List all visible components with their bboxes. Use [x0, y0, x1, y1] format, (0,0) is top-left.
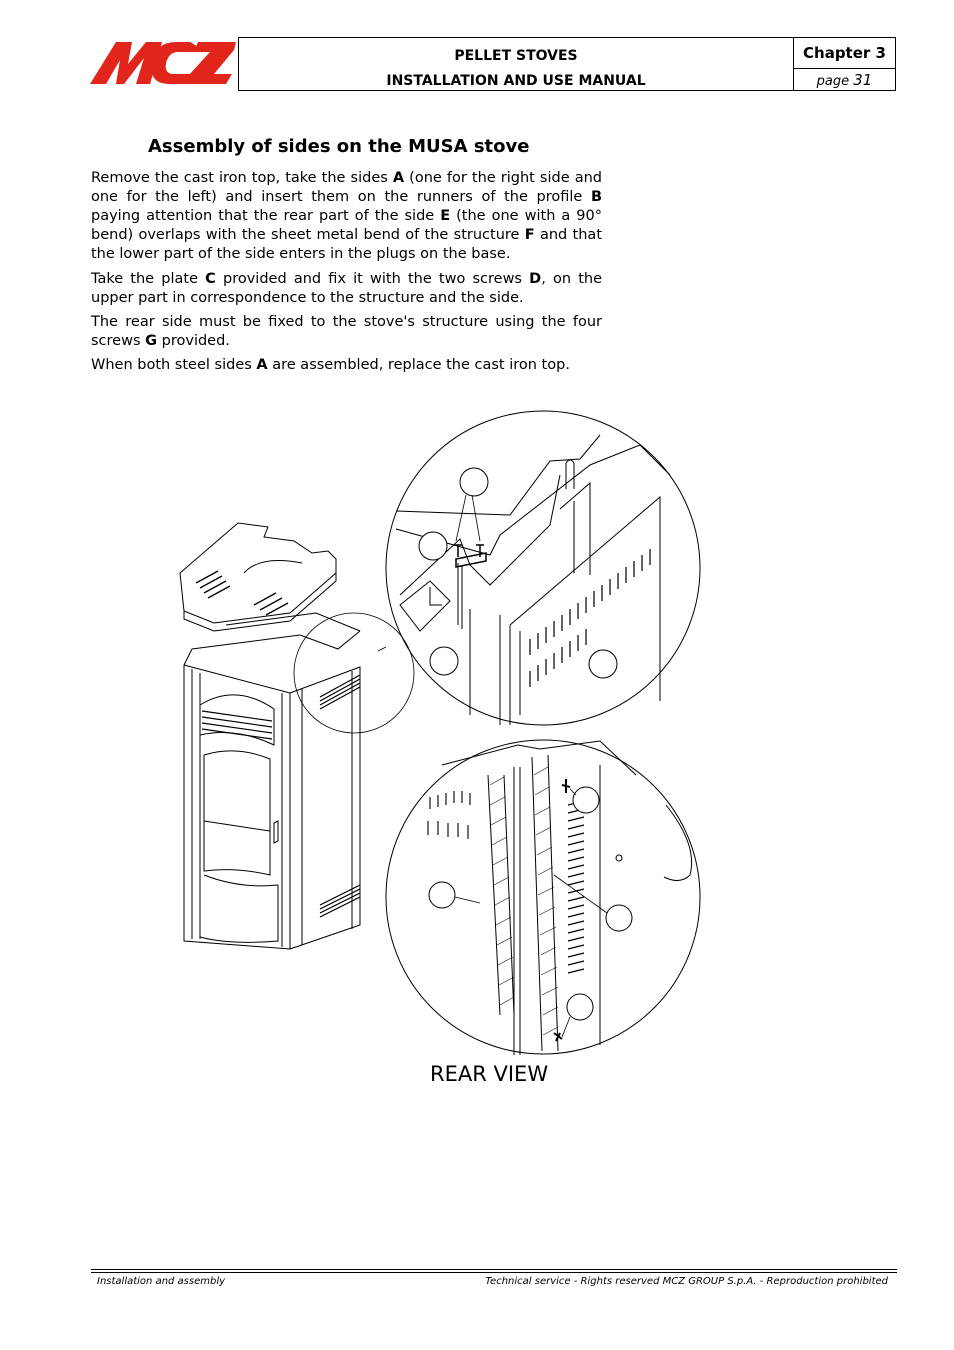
paragraph-replace-top: When both steel sides A are assembled, r… — [91, 357, 570, 373]
paragraph-sides: Remove the cast iron top, take the sides… — [91, 170, 602, 262]
reference-letter: A — [392, 170, 405, 186]
detail-top-circle — [385, 410, 701, 726]
header-title-cell: PELLET STOVES INSTALLATION AND USE MANUA… — [239, 38, 794, 90]
chapter-label: Chapter 3 — [794, 38, 895, 69]
reference-letter: D — [529, 271, 542, 287]
footer-section-name: Installation and assembly — [97, 1276, 226, 1287]
paragraph-rear-side: The rear side must be fixed to the stove… — [91, 314, 602, 349]
figure-caption-rear-view: REAR VIEW — [430, 1062, 549, 1086]
footer-rule-top — [91, 1269, 897, 1270]
page-number: 31 — [853, 71, 873, 89]
reference-letter: E — [440, 208, 451, 224]
mcz-logo — [90, 42, 236, 84]
reference-letter: G — [145, 333, 158, 349]
footer-rule-bottom — [91, 1272, 897, 1273]
detail-rear-circle — [385, 739, 701, 1055]
reference-letter: B — [590, 189, 602, 205]
header-title-line2: INSTALLATION AND USE MANUAL — [386, 73, 646, 89]
reference-letter: A — [256, 357, 268, 373]
cast-iron-top — [179, 522, 337, 632]
page-indicator: page 31 — [794, 69, 895, 91]
paragraph-plate: Take the plate C provided and fix it wit… — [91, 271, 602, 306]
footer-copyright: Technical service - Rights reserved MCZ … — [485, 1276, 888, 1287]
header-title-line1: PELLET STOVES — [454, 48, 578, 64]
reference-letter: F — [524, 227, 535, 243]
reference-letter: C — [205, 271, 216, 287]
assembly-illustration — [179, 410, 701, 1055]
page-word: page — [816, 74, 850, 89]
section-title: Assembly of sides on the MUSA stove — [148, 136, 530, 157]
header-chapter-cell: Chapter 3 page 31 — [794, 38, 895, 90]
header-box: PELLET STOVES INSTALLATION AND USE MANUA… — [238, 37, 896, 91]
stove-body — [183, 612, 415, 950]
